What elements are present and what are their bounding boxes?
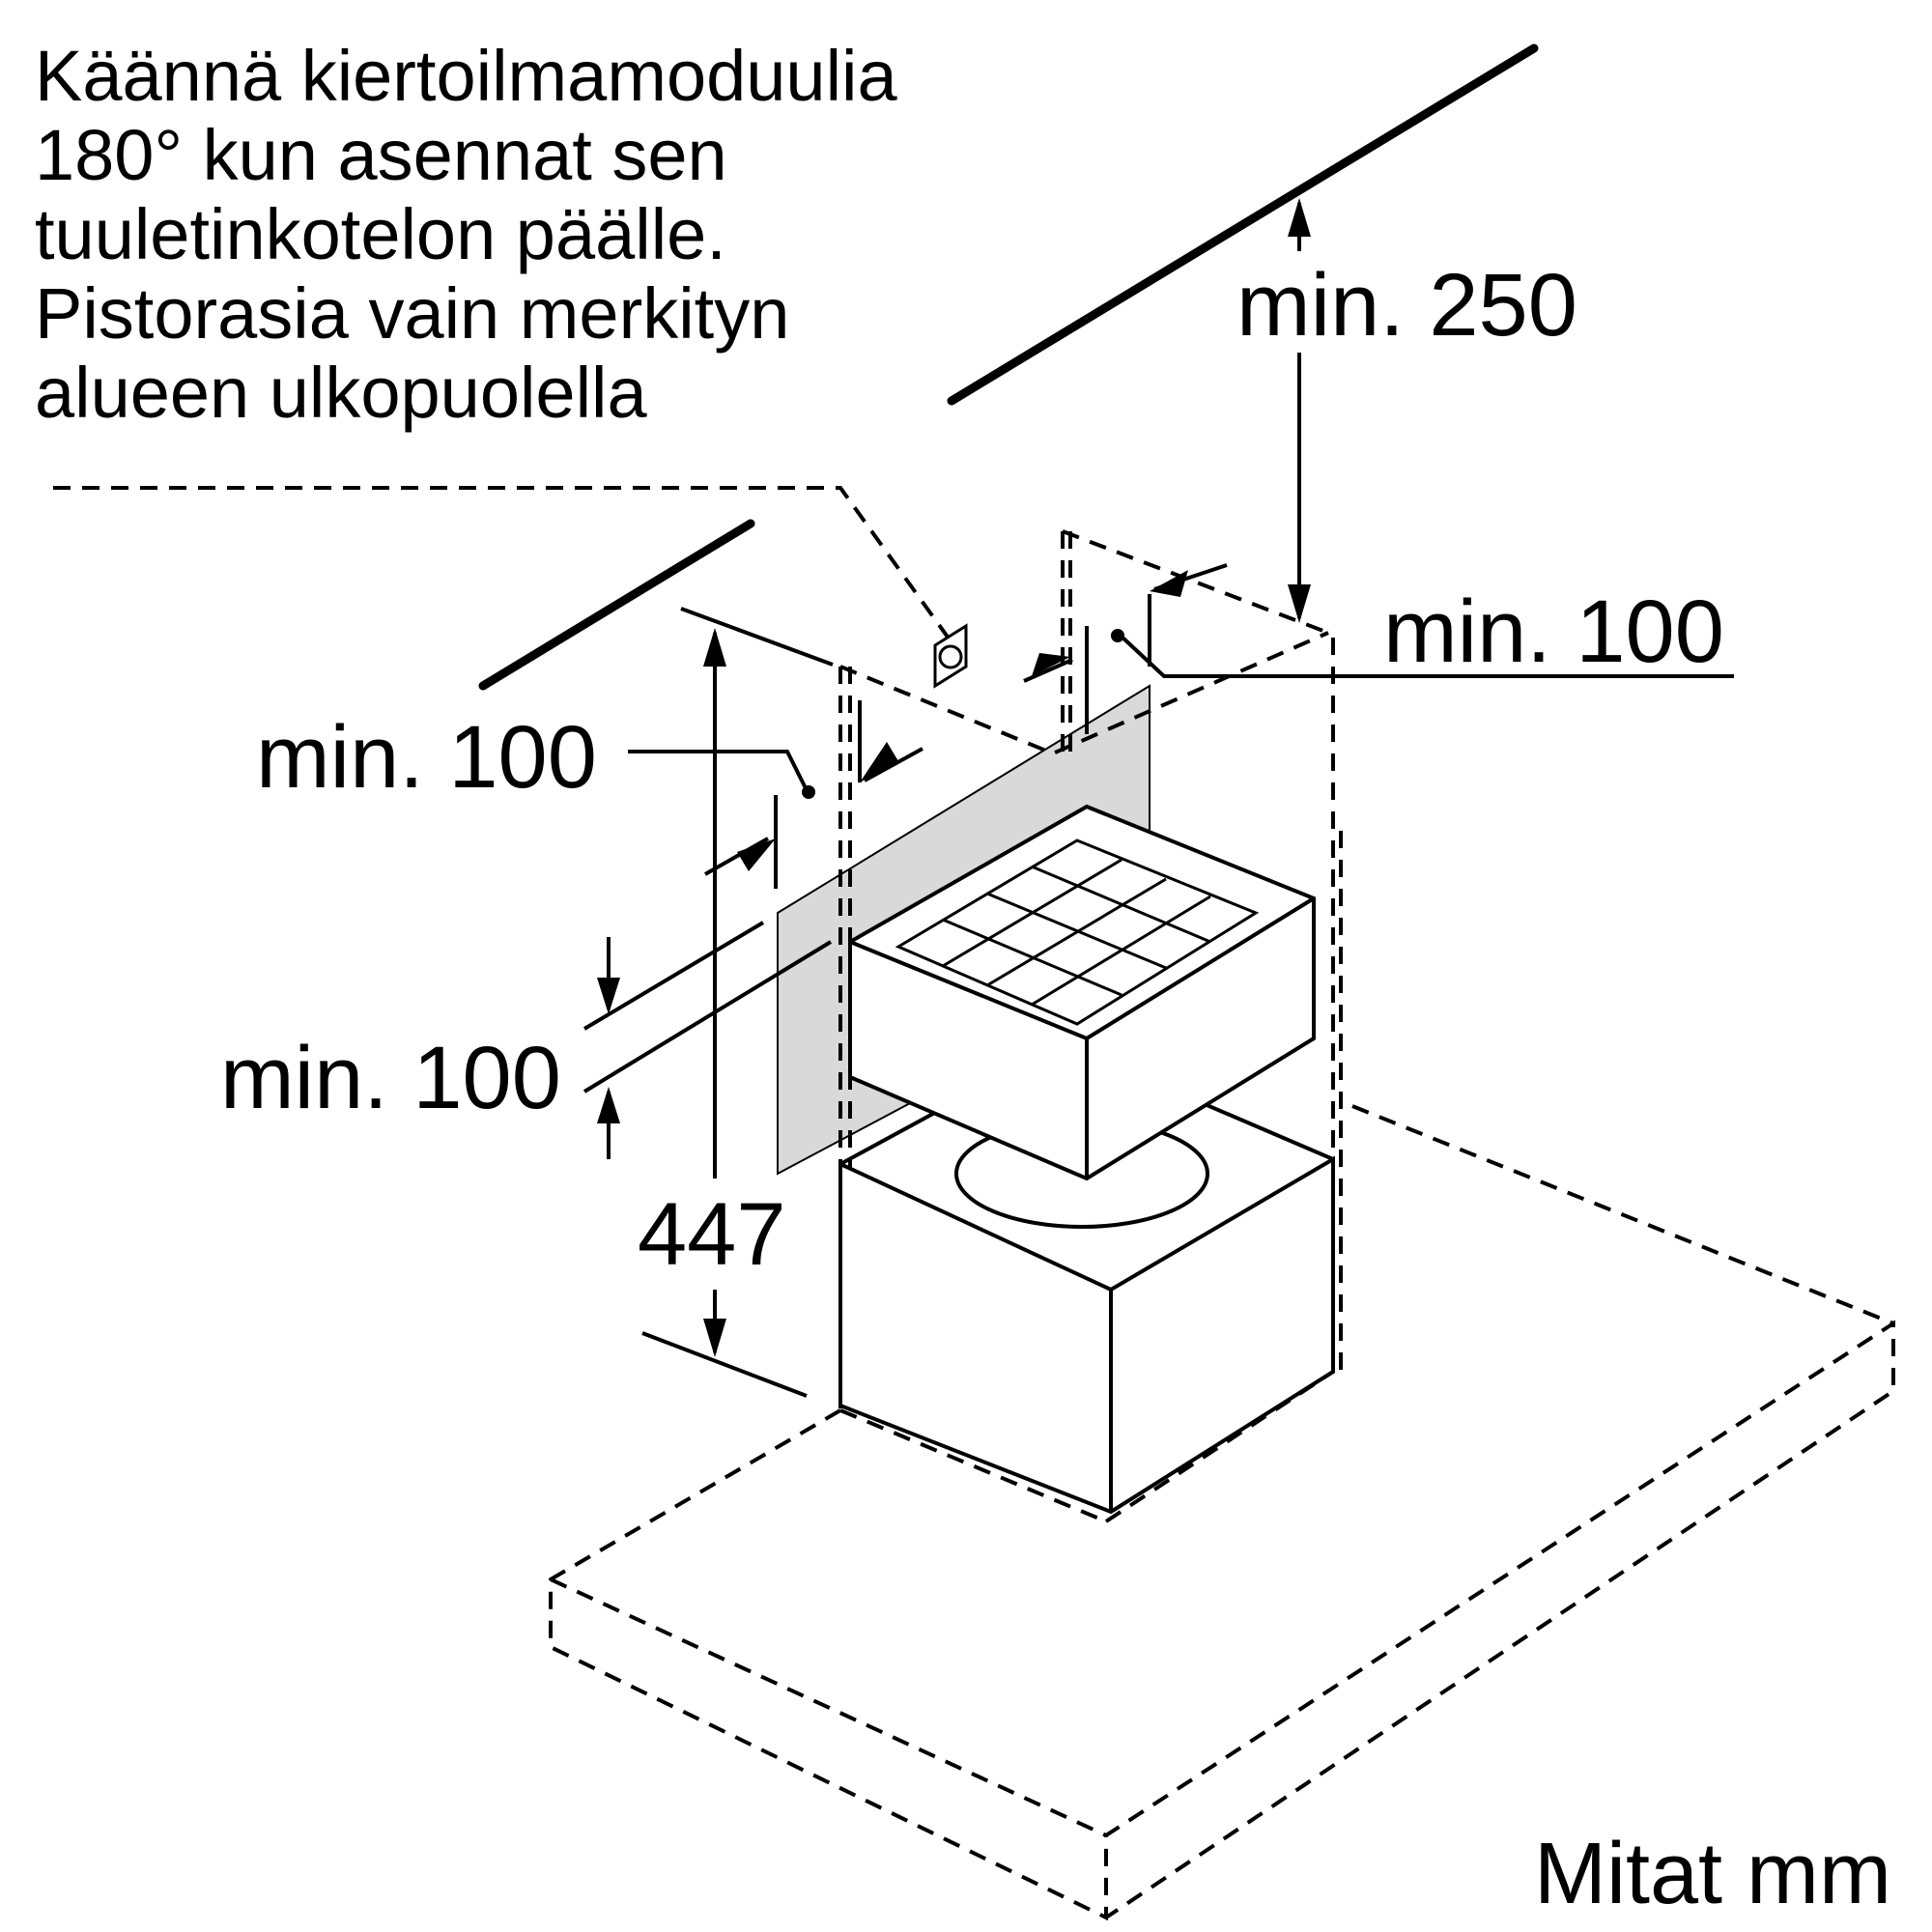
total-height-label: 447 [638, 1185, 786, 1284]
arrowheads [597, 198, 1311, 1357]
filter-grid [895, 838, 1260, 1026]
units-note: Mitat mm [1534, 1826, 1891, 1922]
recirculation-module [848, 804, 1316, 1229]
left-side-gap-label: min. 100 [256, 708, 597, 807]
instruction-line: 180° kun asennat sen [35, 115, 727, 195]
instruction-line: Pistorasia vain merkityn [35, 273, 790, 354]
ceiling-gap-label: min. 250 [1236, 256, 1577, 355]
instruction-note: Käännä kiertoilmamoduulia 180° kun asenn… [35, 37, 897, 433]
right-side-gap-label: min. 100 [1383, 582, 1724, 681]
instruction-line: Käännä kiertoilmamoduulia [35, 36, 897, 116]
socket-icon [933, 623, 968, 689]
lower-gap-label: min. 100 [220, 1029, 561, 1127]
instruction-line: alueen ulkopuolella [35, 353, 647, 433]
instruction-line: tuuletinkotelon päälle. [35, 194, 726, 274]
wall-lines [478, 43, 1539, 691]
